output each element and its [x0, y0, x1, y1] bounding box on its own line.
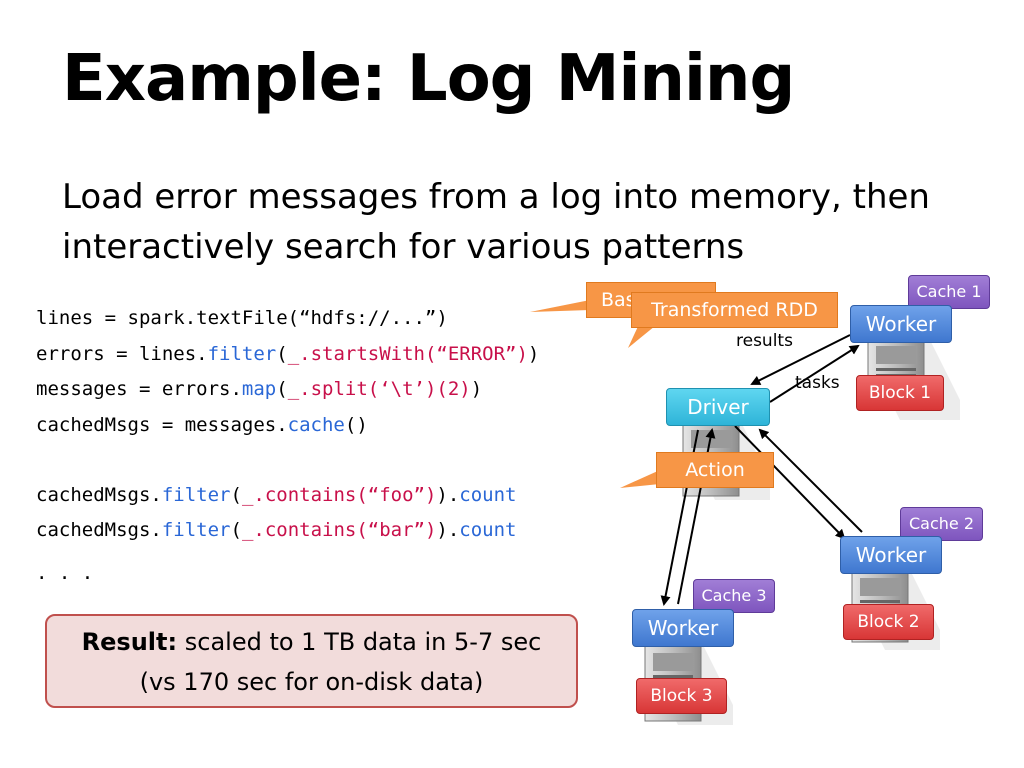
arrow-worker2-to-driver: [758, 428, 863, 533]
worker-2-node: Worker: [840, 536, 942, 574]
callout-action-pointer: [620, 470, 660, 488]
callout-action: Action: [656, 452, 774, 488]
slide-subtitle: Load error messages from a log into memo…: [62, 177, 930, 267]
code-line-4: cachedMsgs = messages.cache(): [36, 414, 368, 436]
callout-transformed-rdd: Transformed RDD: [631, 292, 838, 328]
cache-3-label: Cache 3: [693, 579, 775, 613]
driver-node: Driver: [666, 388, 770, 426]
code-line-6: cachedMsgs.filter(_.contains(“bar”)).cou…: [36, 519, 517, 541]
code-ellipsis: . . .: [36, 562, 94, 584]
callout-transformed-pointer: [628, 322, 655, 348]
code-line-1: lines = spark.textFile(“hdfs://...”): [36, 307, 448, 329]
arrow-tasks: [769, 344, 860, 403]
block-1-label: Block 1: [856, 375, 944, 411]
result-line-2: (vs 170 sec for on-disk data): [139, 668, 484, 696]
result-line-1: Result: scaled to 1 TB data in 5-7 sec: [81, 628, 542, 656]
cache-1-label: Cache 1: [908, 275, 990, 309]
arrow-results: [750, 334, 851, 385]
code-line-2: errors = lines.filter(_.startsWith(“ERRO…: [36, 343, 540, 365]
callout-base-pointer: [530, 300, 590, 312]
block-2-label: Block 2: [843, 604, 934, 640]
arrow-driver-to-worker2: [734, 425, 846, 540]
worker-3-node: Worker: [632, 609, 734, 647]
tasks-label: tasks: [795, 373, 840, 393]
worker-1-node: Worker: [850, 305, 952, 343]
code-line-3: messages = errors.map(_.split(‘\t’)(2)): [36, 378, 483, 400]
code-line-5: cachedMsgs.filter(_.contains(“foo”)).cou…: [36, 484, 517, 506]
slide-title: Example: Log Mining: [62, 42, 795, 116]
results-label: results: [736, 331, 793, 351]
result-box: Result: scaled to 1 TB data in 5-7 sec (…: [45, 614, 578, 708]
block-3-label: Block 3: [636, 678, 727, 714]
